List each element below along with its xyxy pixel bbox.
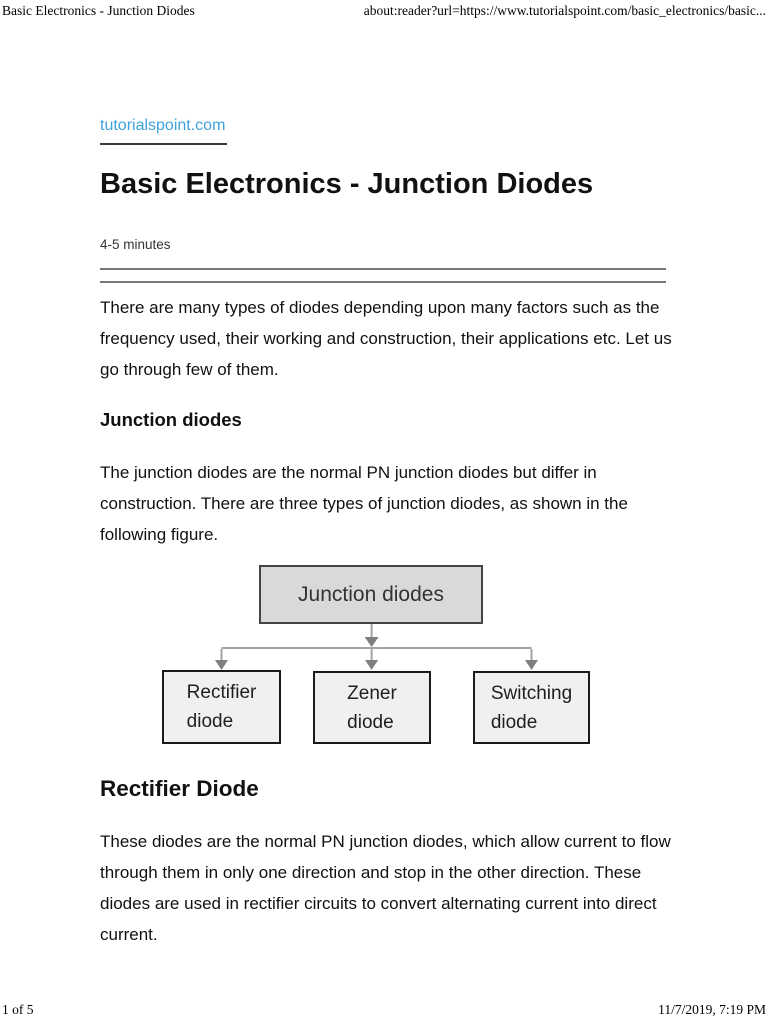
print-header: Basic Electronics - Junction Diodes abou…	[0, 3, 768, 19]
rectifier-paragraph: These diodes are the normal PN junction …	[100, 832, 671, 944]
domain-link[interactable]: tutorialspoint.com	[100, 117, 228, 145]
diagram-box-zener-diode: Zener diode	[313, 671, 431, 744]
divider-rules	[100, 268, 666, 283]
arrow-down-icon	[364, 637, 379, 647]
diagram-box-label-line: Switching	[490, 682, 573, 704]
arrow-down-icon	[365, 660, 379, 670]
junction-diodes-heading: Junction diodes	[100, 409, 242, 430]
diagram-box-label-line: diode	[347, 711, 394, 733]
diagram-box-label-line: diode	[490, 711, 538, 733]
junction-paragraph: The junction diodes are the normal PN ju…	[100, 463, 628, 544]
diagram-connectors	[215, 624, 538, 670]
print-header-url: about:reader?url=https://www.tutorialspo…	[363, 3, 766, 18]
junction-diodes-diagram: Junction diodes Rectifier diode Zener di…	[162, 565, 592, 746]
print-footer: 1 of 5 11/7/2019, 7:19 PM	[0, 1002, 768, 1018]
diagram-box-label-line: diode	[186, 711, 234, 732]
diagram-box-junction-diodes: Junction diodes	[259, 565, 483, 624]
connector-lines	[220, 624, 533, 661]
article-title: Basic Electronics - Junction Diodes	[100, 168, 594, 200]
reading-time: 4-5 minutes	[100, 237, 171, 252]
rectifier-diode-heading: Rectifier Diode	[100, 776, 259, 801]
print-header-title: Basic Electronics - Junction Diodes	[2, 3, 195, 18]
page-indicator: 1 of 5	[2, 1002, 34, 1017]
arrowheads	[215, 637, 538, 670]
print-timestamp: 11/7/2019, 7:19 PM	[658, 1002, 766, 1017]
arrow-down-icon	[525, 660, 538, 670]
diagram-box-switching-diode: Switching diode	[473, 671, 590, 744]
arrow-down-icon	[215, 660, 228, 670]
diagram-box-label-line: Zener	[347, 682, 397, 704]
diagram-box-rectifier-diode: Rectifier diode	[162, 670, 281, 744]
diagram-box-label-line: Rectifier	[186, 682, 257, 703]
intro-paragraph: There are many types of diodes depending…	[100, 298, 672, 379]
